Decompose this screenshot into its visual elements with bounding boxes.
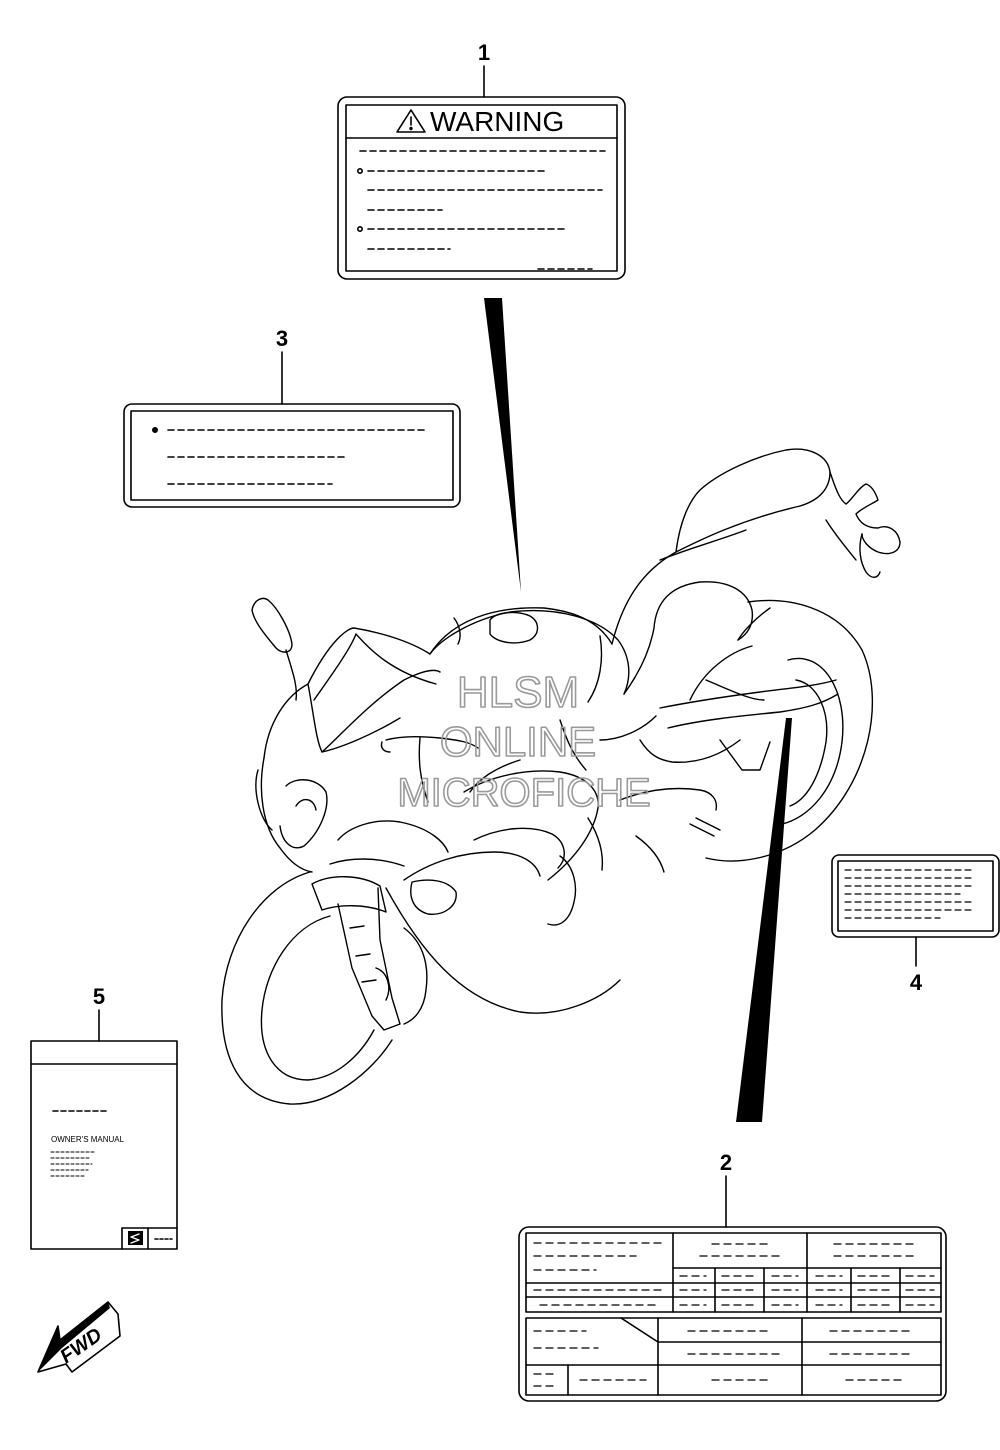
label-2-lower-placeholder xyxy=(533,1330,911,1387)
label-1-title: WARNING xyxy=(430,106,564,137)
label-4-outer xyxy=(831,854,1000,938)
pointer-wedge-1 xyxy=(484,298,521,592)
motorcycle-outline xyxy=(221,448,901,1105)
fwd-direction-arrow: FWD xyxy=(37,1301,121,1373)
part-3-label[interactable]: 3 xyxy=(123,326,461,508)
label-2-upper-placeholder xyxy=(533,1242,935,1306)
label-1-outer xyxy=(337,96,626,280)
pointer-wedge-2 xyxy=(736,718,792,1122)
warning-triangle-icon xyxy=(396,109,426,133)
watermark-line-3: MICROFICHE xyxy=(397,771,650,815)
label-4-inner xyxy=(837,860,994,932)
manual-cover xyxy=(30,1040,178,1250)
label-2-outer xyxy=(518,1226,947,1402)
part-1-warning-label[interactable]: 1 WARNING xyxy=(337,40,626,280)
callout-number-2: 2 xyxy=(720,1150,732,1175)
manual-title: OWNER'S MANUAL xyxy=(51,1135,125,1144)
part-5-owners-manual[interactable]: 5 OWNER'S MANUAL xyxy=(30,984,178,1250)
bullet-icon xyxy=(356,168,363,175)
label-2-lower-table xyxy=(525,1317,942,1396)
bullet-icon xyxy=(356,226,363,233)
watermark: HLSM ONLINE MICROFICHE xyxy=(397,667,652,816)
part-2-spec-label[interactable]: 2 xyxy=(518,1150,947,1402)
suzuki-logo-icon xyxy=(128,1231,143,1245)
label-3-inner xyxy=(130,410,454,501)
label-3-outer xyxy=(123,403,461,508)
manual-subtitle-placeholder xyxy=(50,1151,95,1177)
bullet-icon xyxy=(152,426,159,433)
label-3-text-placeholder xyxy=(167,429,429,485)
label-2-upper-table xyxy=(525,1232,942,1313)
callout-number-4: 4 xyxy=(910,970,923,995)
watermark-line-2: ONLINE xyxy=(440,718,596,765)
callout-number-3: 3 xyxy=(276,326,288,351)
callout-number-1: 1 xyxy=(478,40,490,65)
watermark-line-1: HLSM xyxy=(457,668,579,717)
label-4-text-placeholder xyxy=(844,869,976,919)
callout-number-5: 5 xyxy=(93,984,105,1009)
label-1-text-placeholder xyxy=(359,150,606,270)
label-1-inner xyxy=(345,104,618,272)
part-4-label[interactable]: 4 xyxy=(831,854,1000,995)
